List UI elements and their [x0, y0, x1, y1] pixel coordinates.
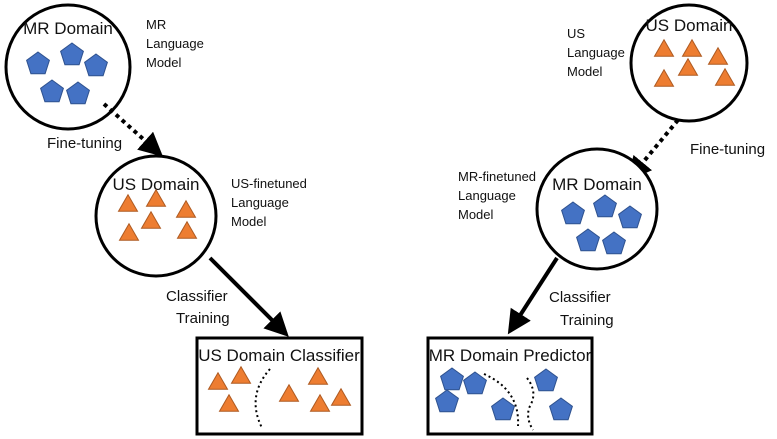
- left-us-domain-icons: [117, 188, 198, 241]
- right-finetune-label: Fine-tuning: [690, 141, 765, 158]
- triangle-icon: [207, 371, 229, 390]
- left-training-arrow: [208, 256, 289, 337]
- right-mr-domain-icons: [561, 194, 642, 255]
- triangle-icon: [278, 383, 300, 402]
- right-pipeline: US Domain US Language Model Fine-tuning …: [426, 3, 765, 436]
- us-classifier-decision-boundary: [254, 368, 271, 429]
- triangle-icon: [714, 67, 736, 86]
- left-mr-domain-icons: [26, 42, 108, 105]
- mr-domain-predictor-title: MR Domain Predictor: [429, 346, 592, 365]
- triangle-icon: [307, 366, 329, 385]
- left-finetune-label: Fine-tuning: [47, 135, 122, 152]
- triangle-icon: [230, 365, 252, 384]
- triangle-icon: [175, 199, 197, 218]
- left-mr-model-label-line-3: Model: [146, 55, 182, 70]
- left-us-domain-title: US Domain: [113, 175, 200, 194]
- pentagon-icon: [60, 42, 84, 66]
- right-mr-model-label-line-2: Language: [458, 188, 516, 203]
- right-mr-model-label-line-1: MR-finetuned: [458, 169, 536, 184]
- pentagon-icon: [463, 371, 487, 395]
- left-us-model-label-line-1: US-finetuned: [231, 176, 307, 191]
- pentagon-icon: [593, 194, 617, 218]
- pentagon-icon: [549, 397, 573, 421]
- pentagon-icon: [440, 367, 464, 391]
- right-us-model-label-line-3: Model: [567, 64, 603, 79]
- left-mr-model-label-line-1: MR: [146, 17, 166, 32]
- right-training-label-line-2: Training: [560, 312, 614, 329]
- pentagon-icon: [534, 368, 558, 392]
- left-training-label-line-2: Training: [176, 310, 230, 327]
- left-us-model-label-line-3: Model: [231, 214, 267, 229]
- left-mr-model-label-line-2: Language: [146, 36, 204, 51]
- right-training-arrow: [507, 256, 559, 335]
- right-us-domain-title: US Domain: [646, 16, 733, 35]
- triangle-icon: [681, 38, 703, 57]
- left-mr-domain-circle: [4, 3, 132, 131]
- triangle-icon: [140, 210, 162, 229]
- triangle-icon: [218, 393, 240, 412]
- us-domain-classifier-icons: [207, 365, 352, 412]
- triangle-icon: [330, 387, 352, 406]
- triangle-icon: [145, 188, 167, 207]
- pentagon-icon: [66, 81, 90, 105]
- pentagon-icon: [40, 79, 64, 103]
- pentagon-icon: [561, 201, 585, 225]
- triangle-icon: [176, 220, 198, 239]
- pentagon-icon: [602, 231, 626, 255]
- left-training-label-line-1: Classifier: [166, 288, 228, 305]
- right-training-label-line-1: Classifier: [549, 289, 611, 306]
- triangle-icon: [117, 193, 139, 212]
- right-us-domain-icons: [653, 38, 736, 87]
- left-pipeline: MR Domain MR Language Model Fine-tuning …: [4, 3, 364, 436]
- pentagon-icon: [618, 205, 642, 229]
- left-us-domain-circle: [94, 154, 218, 278]
- triangle-icon: [677, 57, 699, 76]
- pentagon-icon: [576, 228, 600, 252]
- pentagon-icon: [435, 389, 459, 413]
- us-domain-classifier-title: US Domain Classifier: [198, 346, 360, 365]
- triangle-icon: [118, 222, 140, 241]
- right-us-model-label-line-1: US: [567, 26, 585, 41]
- right-mr-model-label-line-3: Model: [458, 207, 494, 222]
- triangle-icon: [653, 38, 675, 57]
- mr-predictor-decision-boundary-right: [526, 377, 535, 431]
- triangle-icon: [309, 393, 331, 412]
- triangle-icon: [653, 68, 675, 87]
- mr-predictor-decision-boundary-left: [483, 373, 520, 427]
- pentagon-icon: [84, 53, 108, 77]
- right-mr-domain-title: MR Domain: [552, 175, 642, 194]
- triangle-icon: [707, 46, 729, 65]
- left-us-model-label-line-2: Language: [231, 195, 289, 210]
- mr-domain-predictor-icons: [435, 367, 573, 421]
- pentagon-icon: [491, 397, 515, 421]
- left-mr-domain-title: MR Domain: [23, 19, 113, 38]
- pentagon-icon: [26, 51, 50, 75]
- right-us-model-label-line-2: Language: [567, 45, 625, 60]
